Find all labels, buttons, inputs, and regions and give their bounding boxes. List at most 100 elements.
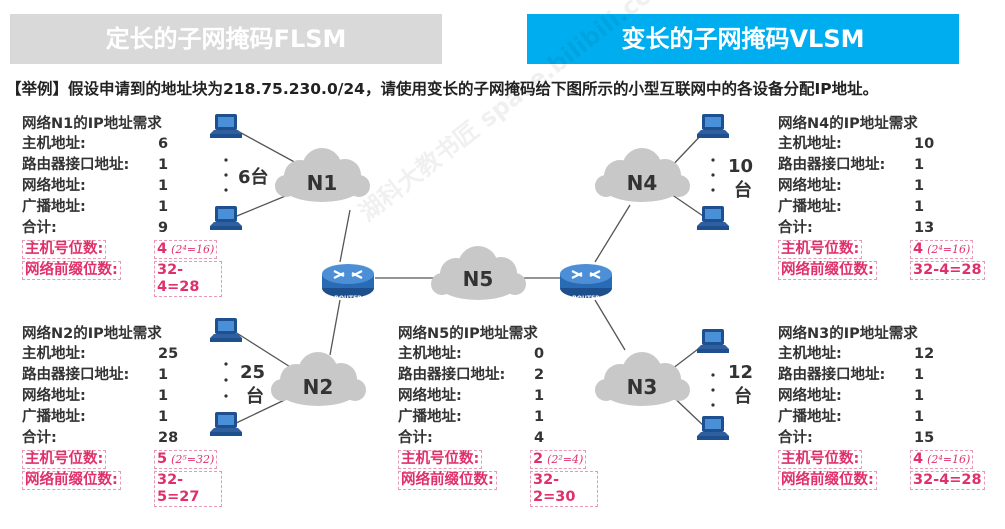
label-host-bits: 主机号位数: xyxy=(398,450,483,469)
value-net: 1 xyxy=(534,388,545,404)
value-hosts: 25 xyxy=(158,346,179,362)
value-host-bits: 2(2²=4) xyxy=(530,450,587,469)
requirement-block-n1: 网络N1的IP地址需求 主机地址:6 路由器接口地址:1 网络地址:1 广播地址… xyxy=(22,112,222,297)
label-net-addr: 网络地址: xyxy=(22,388,86,404)
value-hosts: 0 xyxy=(534,346,545,362)
value-net: 1 xyxy=(158,178,169,194)
formula: (2⁵=32) xyxy=(171,453,215,466)
cloud-label-n4: N4 xyxy=(627,171,658,195)
value-total: 28 xyxy=(158,430,179,446)
value-host-bits: 4(2⁴=16) xyxy=(910,240,974,259)
label-prefix-bits: 网络前缀位数: xyxy=(778,471,877,490)
value-hosts: 10 xyxy=(914,136,935,152)
value-net: 1 xyxy=(914,178,925,194)
label-host-addr: 主机地址: xyxy=(22,136,86,152)
label-prefix-bits: 网络前缀位数: xyxy=(778,261,877,280)
label-host-bits: 主机号位数: xyxy=(22,450,107,469)
label-total: 合计: xyxy=(778,430,813,446)
requirement-block-n4: 网络N4的IP地址需求 主机地址:10 路由器接口地址:1 网络地址:1 广播地… xyxy=(778,112,993,281)
router-left-icon xyxy=(320,262,376,300)
example-text: 【举例】假设申请到的地址块为218.75.230.0/24，请使用变长的子网掩码… xyxy=(6,80,879,98)
router-left-label: ROUTER xyxy=(334,295,362,302)
value-total: 9 xyxy=(158,220,169,236)
value-bcast: 1 xyxy=(914,199,925,215)
label-bcast-addr: 广播地址: xyxy=(22,409,86,425)
value-bcast: 1 xyxy=(158,199,169,215)
value-bcast: 1 xyxy=(534,409,545,425)
value-total: 15 xyxy=(914,430,935,446)
label-host-bits: 主机号位数: xyxy=(22,240,107,259)
value-net: 1 xyxy=(914,388,925,404)
ellipsis-dots xyxy=(224,158,715,407)
pc-n4-bottom-icon xyxy=(697,206,729,230)
label-host-bits: 主机号位数: xyxy=(778,450,863,469)
value-router: 1 xyxy=(914,157,925,173)
label-net-addr: 网络地址: xyxy=(778,388,842,404)
value-router: 1 xyxy=(158,157,169,173)
value-total: 13 xyxy=(914,220,935,236)
label-host-addr: 主机地址: xyxy=(778,136,842,152)
host-count-n3-num: 12 xyxy=(728,362,753,383)
value-host-bits: 4(2⁴=16) xyxy=(910,450,974,469)
label-net-addr: 网络地址: xyxy=(778,178,842,194)
value-prefix: 32-2=30 xyxy=(530,471,598,507)
host-count-n2-unit: 台 xyxy=(246,385,264,407)
pc-n3-bottom-icon xyxy=(697,416,729,440)
host-count-n1: 6台 xyxy=(238,166,269,188)
label-total: 合计: xyxy=(778,220,813,236)
label-bcast-addr: 广播地址: xyxy=(22,199,86,215)
label-host-addr: 主机地址: xyxy=(778,346,842,362)
value-router: 1 xyxy=(914,367,925,383)
label-total: 合计: xyxy=(22,430,57,446)
tab-flsm[interactable]: 定长的子网掩码FLSM xyxy=(10,14,442,64)
pc-n3-top-icon xyxy=(697,329,729,353)
label-host-addr: 主机地址: xyxy=(398,346,462,362)
block-title: 网络N2的IP地址需求 xyxy=(22,326,162,342)
host-count-n4-unit: 台 xyxy=(734,179,752,201)
label-prefix-bits: 网络前缀位数: xyxy=(398,471,497,490)
formula: (2⁴=16) xyxy=(927,243,971,256)
value-prefix: 32-4=28 xyxy=(910,261,985,280)
host-count-n3-unit: 台 xyxy=(734,385,752,407)
value-bcast: 1 xyxy=(914,409,925,425)
requirement-block-n2: 网络N2的IP地址需求 主机地址: 25 路由器接口地址: 1 网络地址: 1 广播地… xyxy=(22,322,222,507)
tab-vlsm[interactable]: 变长的子网掩码VLSM xyxy=(527,14,959,64)
label-host-addr: 主机地址: xyxy=(22,346,86,362)
label-net-addr: 网络地址: xyxy=(398,388,462,404)
value-router: 1 xyxy=(158,367,169,383)
cloud-label-n1: N1 xyxy=(307,171,338,195)
label-router-addr: 路由器接口地址: xyxy=(22,367,130,383)
formula: (2⁴=16) xyxy=(171,243,215,256)
router-right-label: ROUTER xyxy=(572,295,600,302)
cloud-label-n2: N2 xyxy=(303,375,334,399)
label-net-addr: 网络地址: xyxy=(22,178,86,194)
label-total: 合计: xyxy=(22,220,57,236)
value-prefix: 32-4=28 xyxy=(910,471,985,490)
block-title: 网络N4的IP地址需求 xyxy=(778,116,918,132)
label-total: 合计: xyxy=(398,430,433,446)
label-prefix-bits: 网络前缀位数: xyxy=(22,471,121,490)
value-bcast: 1 xyxy=(158,409,169,425)
label-router-addr: 路由器接口地址: xyxy=(778,157,886,173)
value-prefix: 32-5=27 xyxy=(154,471,222,507)
value-hosts: 6 xyxy=(158,136,169,152)
label-router-addr: 路由器接口地址: xyxy=(778,367,886,383)
requirement-block-n3: 网络N3的IP地址需求 主机地址: 12 路由器接口地址: 1 网络地址: 1 广播地… xyxy=(778,322,993,491)
value-host-bits: 5(2⁵=32) xyxy=(154,450,218,469)
formula: (2²=4) xyxy=(547,453,584,466)
host-count-n4-num: 10 xyxy=(728,156,753,177)
pc-n4-top-icon xyxy=(697,114,729,138)
value-host-bits: 4(2⁴=16) xyxy=(154,240,218,259)
label-bcast-addr: 广播地址: xyxy=(778,409,842,425)
value-total: 4 xyxy=(534,430,545,446)
label-router-addr: 路由器接口地址: xyxy=(398,367,506,383)
block-title: 网络N1的IP地址需求 xyxy=(22,116,162,132)
value-hosts: 12 xyxy=(914,346,935,362)
requirement-block-n5: 网络N5的IP地址需求 主机地址:0 路由器接口地址:2 网络地址:1 广播地址… xyxy=(398,322,598,507)
router-right-icon xyxy=(558,262,614,300)
block-title: 网络N3的IP地址需求 xyxy=(778,326,918,342)
label-host-bits: 主机号位数: xyxy=(778,240,863,259)
cloud-label-n3: N3 xyxy=(627,375,658,399)
value-router: 2 xyxy=(534,367,545,383)
value-prefix: 32-4=28 xyxy=(154,261,222,297)
